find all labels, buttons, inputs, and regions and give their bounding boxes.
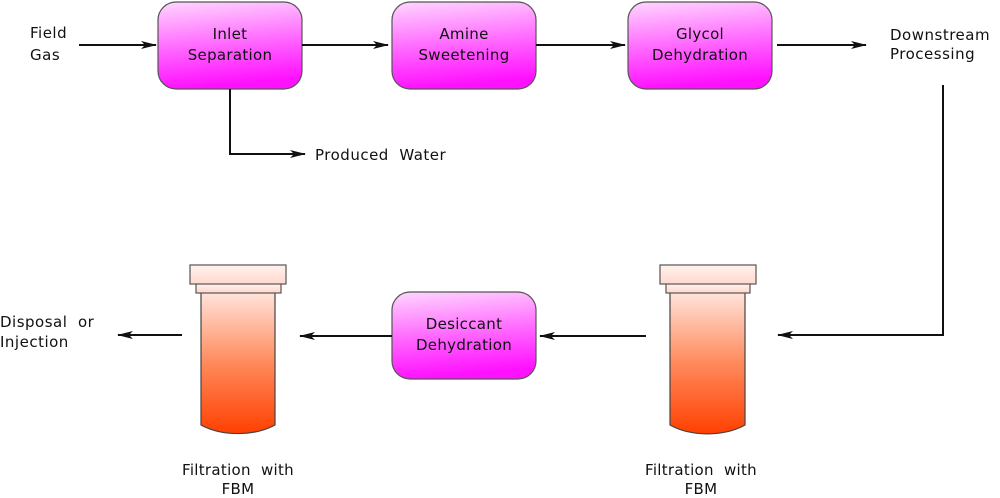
svg-text:Sweetening: Sweetening: [418, 46, 509, 64]
field-gas-label: Field Gas: [30, 24, 67, 64]
svg-text:Glycol: Glycol: [676, 25, 724, 43]
svg-text:Downstream: Downstream: [890, 26, 990, 44]
filter-right-fbm[interactable]: Filtration with FBM: [645, 264, 757, 498]
svg-text:Gas: Gas: [30, 46, 60, 64]
svg-text:FBM: FBM: [222, 480, 255, 498]
svg-text:Field: Field: [30, 24, 67, 42]
svg-text:Dehydration: Dehydration: [416, 336, 512, 354]
svg-text:Filtration with: Filtration with: [182, 461, 294, 479]
glycol-dehydration-box[interactable]: Glycol Dehydration: [627, 1, 773, 90]
amine-sweetening-box[interactable]: Amine Sweetening: [391, 1, 537, 90]
arrow-downstream-to-filter: [777, 85, 944, 339]
svg-text:Injection: Injection: [0, 333, 69, 351]
desiccant-dehydration-box[interactable]: Desiccant Dehydration: [391, 291, 537, 380]
svg-text:Inlet: Inlet: [213, 25, 248, 43]
produced-water-label: Produced Water: [315, 146, 447, 164]
filter-left-fbm[interactable]: Filtration with FBM: [182, 264, 294, 498]
svg-text:Processing: Processing: [890, 45, 975, 63]
svg-text:Dehydration: Dehydration: [652, 46, 748, 64]
svg-text:FBM: FBM: [685, 480, 718, 498]
downstream-processing-label: Downstream Processing: [890, 26, 990, 63]
arrow-to-produced-water: [229, 89, 306, 158]
svg-text:Disposal or: Disposal or: [0, 313, 95, 331]
disposal-or-injection-label: Disposal or Injection: [0, 313, 95, 351]
inlet-separation-box[interactable]: Inlet Separation: [157, 1, 303, 90]
svg-text:Filtration with: Filtration with: [645, 461, 757, 479]
svg-text:Amine: Amine: [439, 25, 488, 43]
svg-text:Desiccant: Desiccant: [426, 315, 503, 333]
svg-text:Separation: Separation: [188, 46, 273, 64]
